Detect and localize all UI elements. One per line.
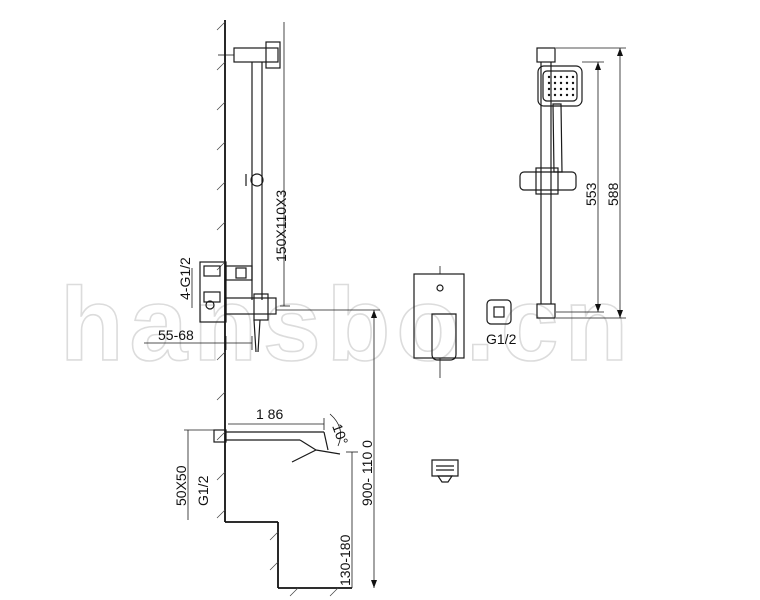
dim-spout-length: 1 86	[256, 406, 283, 422]
front-view-spout-outlet	[431, 459, 459, 483]
height-dimensions: 900- 110 0 130-180	[337, 310, 377, 588]
dim-spout-size: 50X50	[173, 465, 189, 506]
dim-head-height-inner: 553	[583, 182, 599, 206]
dim-mount-height: 900- 110 0	[359, 440, 375, 506]
front-view-wall-elbow: G1/2	[486, 299, 517, 347]
side-view-shower-rail: 150X110X3 4-G1/2 55-68	[144, 22, 380, 353]
dim-rail-spacing: 150X110X3	[273, 190, 289, 262]
dim-floor-offset: 130-180	[337, 534, 353, 586]
front-view-mixer-plate	[413, 266, 465, 378]
dim-inlet-thread: 4-G1/2	[177, 257, 193, 300]
dim-elbow-thread: G1/2	[486, 331, 517, 347]
side-view-bath-spout: 1 86 10° 50X50 G1/2	[173, 406, 351, 520]
shower-head-icon	[537, 65, 583, 107]
dim-wall-depth: 55-68	[158, 327, 194, 343]
watermark-text: hansbo.cn	[60, 267, 634, 383]
dim-spout-thread: G1/2	[195, 475, 211, 506]
wall-section	[216, 20, 352, 597]
front-view-shower-rail: 553 588	[519, 47, 626, 319]
dim-spout-angle: 10°	[329, 422, 351, 447]
dim-head-height-outer: 588	[605, 182, 621, 206]
